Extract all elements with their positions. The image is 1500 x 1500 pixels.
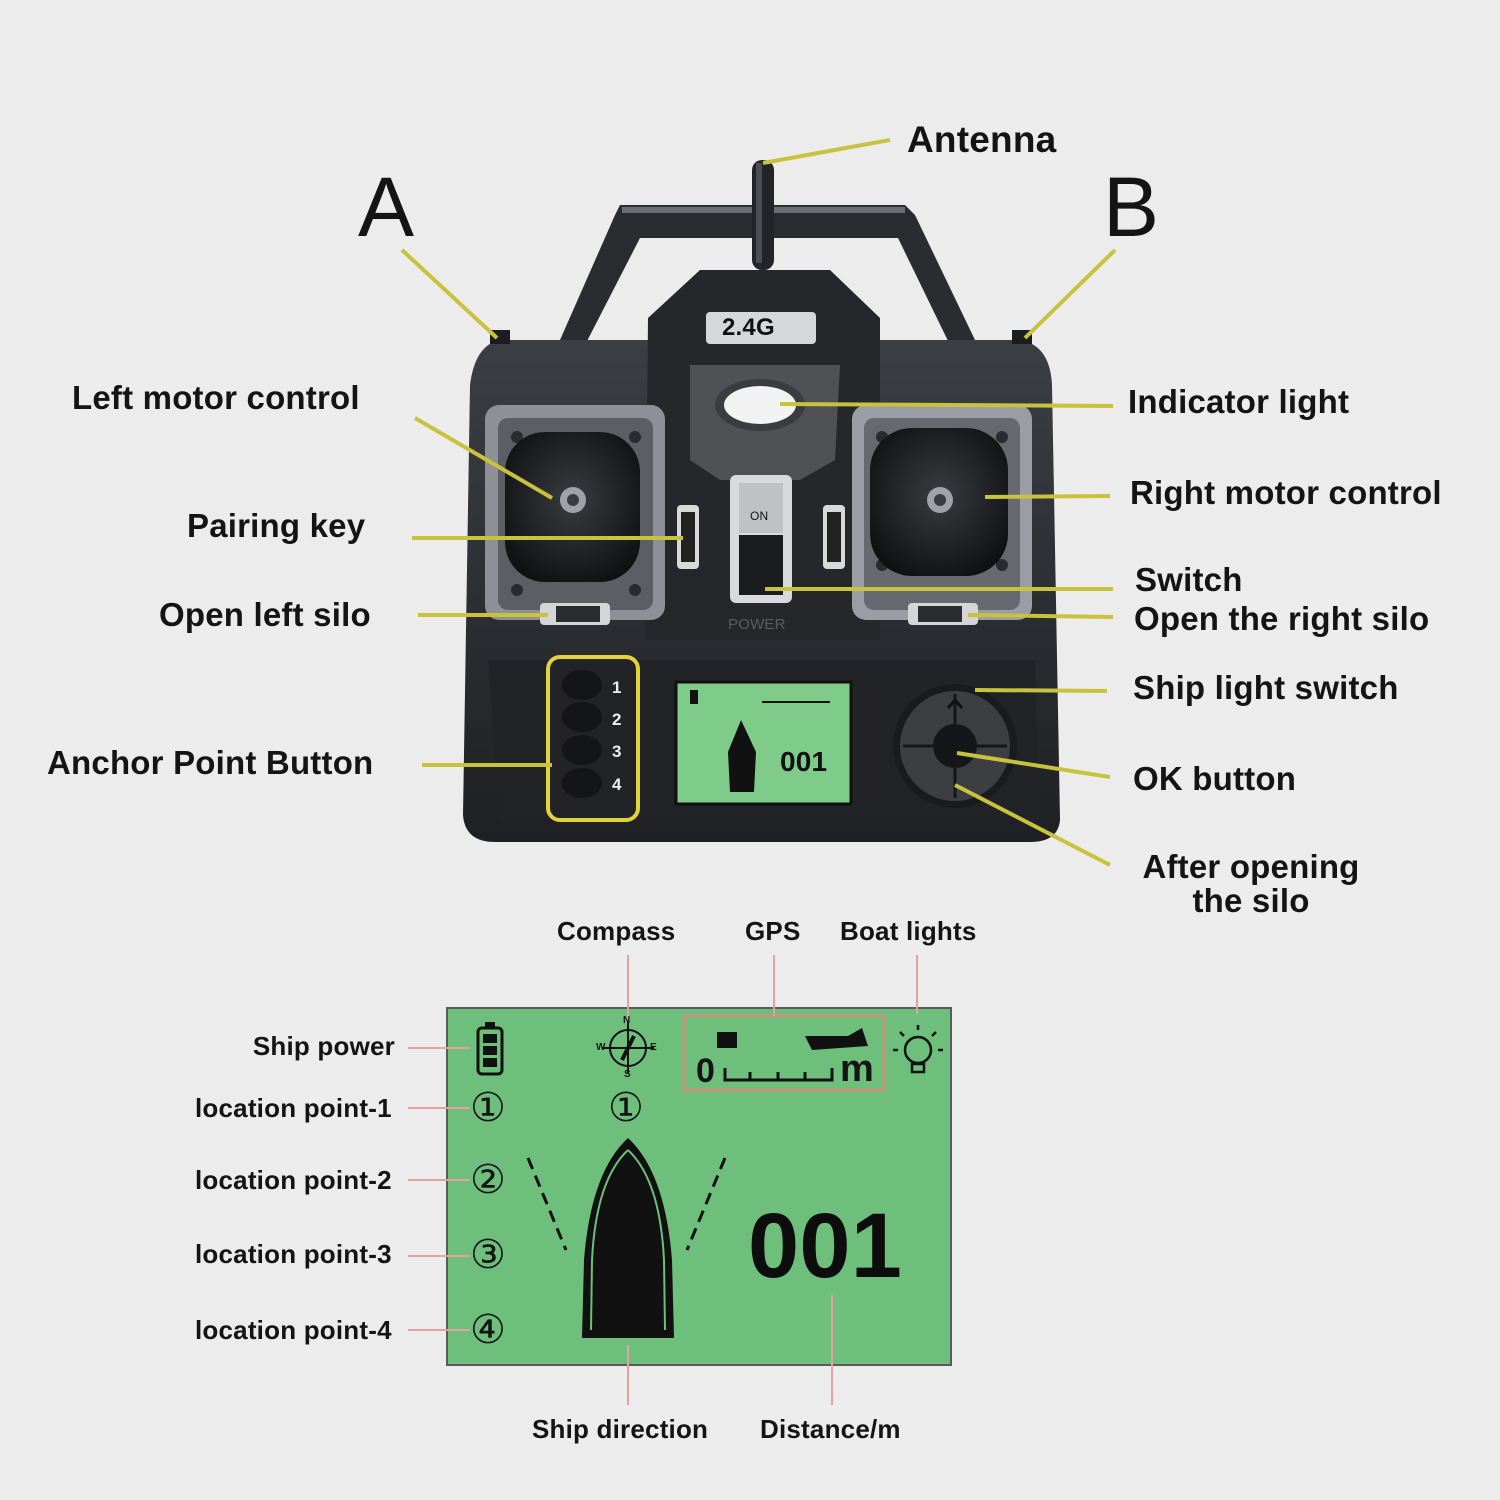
lcd-panel [446,1007,952,1366]
switch-label: Switch [1135,561,1243,598]
location-point-4-label: location point-4 [195,1315,392,1345]
right-trim-key[interactable] [823,505,845,569]
pairing-key-label: Pairing key [187,507,366,544]
anchor-point-button-label: Anchor Point Button [47,744,374,781]
ship-power-label: Ship power [252,1031,395,1061]
lcd-point-4-icon: ④ [470,1308,507,1352]
bulb-icon [893,1025,943,1074]
gps-label: GPS [745,916,801,946]
left-motor-control-label: Left motor control [72,379,360,416]
compass-n: N [623,1015,631,1026]
left-stick[interactable] [505,432,640,582]
lcd-point-3-icon: ③ [470,1233,507,1277]
right-motor-control-label: Right motor control [1130,474,1442,511]
location-point-3-label: location point-3 [195,1239,392,1269]
pairing-key[interactable] [677,505,699,569]
band-badge [706,312,816,344]
ship-light-switch-icon [946,697,964,709]
power-text: POWER [728,616,786,633]
anchor-number-1: 1 [612,678,622,697]
open-right-silo-label: Open the right silo [1134,600,1430,637]
boat-lights-label: Boat lights [840,916,977,946]
gps-unit: m [840,1048,874,1090]
after-opening-silo-label: After opening the silo [1142,848,1360,919]
compass-icon [602,1022,654,1074]
antenna[interactable] [752,160,774,270]
anchor-buttons[interactable] [562,670,602,798]
gps-zero: 0 [696,1052,716,1090]
right-silo-slider[interactable] [908,603,978,625]
compass-e: E [650,1042,657,1053]
right-stick[interactable] [870,428,1008,576]
battery-icon [476,1022,504,1076]
indicator-light-label: Indicator light [1128,383,1350,420]
anchor-number-2: 2 [612,710,622,729]
switch-on-text: ON [750,509,769,523]
lcd-compass-point-icon: ① [608,1086,645,1130]
d-pad[interactable] [893,684,1017,808]
gps-box [682,1014,886,1092]
indicator-light [690,365,840,480]
ok-button-label: OK button [1133,760,1297,797]
mini-lcd [674,680,853,806]
lcd-point-2-icon: ② [470,1158,507,1202]
ship-direction-label: Ship direction [532,1414,709,1444]
lcd-point-1-icon: ① [470,1086,507,1130]
compass-s: S [624,1069,631,1080]
open-left-silo-label: Open left silo [159,596,371,633]
yellow-leader-lines [400,138,1117,867]
anchor-number-4: 4 [612,775,622,794]
panel-screws [511,431,1008,596]
power-switch[interactable] [730,475,792,603]
anchor-button-group [546,655,640,822]
boat-direction-icon [582,1138,674,1338]
distance-value: 001 [748,1195,903,1297]
location-point-2-label: location point-2 [195,1165,392,1195]
anchor-number-3: 3 [612,742,622,761]
direction-dashes [526,1157,727,1251]
side-a-label: A [358,160,415,254]
mini-counter: 001 [780,746,828,777]
distance-label: Distance/m [760,1414,901,1444]
compass-label: Compass [557,916,676,946]
pink-leader-lines [408,955,918,1405]
antenna-label: Antenna [907,119,1057,160]
side-b-label: B [1103,160,1160,254]
center-tower [645,270,880,640]
location-point-1-label: location point-1 [195,1093,392,1123]
ship-light-switch-label: Ship light switch [1133,669,1399,706]
band-label: 2.4G [722,314,775,341]
left-silo-slider[interactable] [540,603,610,625]
compass-w: W [596,1042,606,1053]
